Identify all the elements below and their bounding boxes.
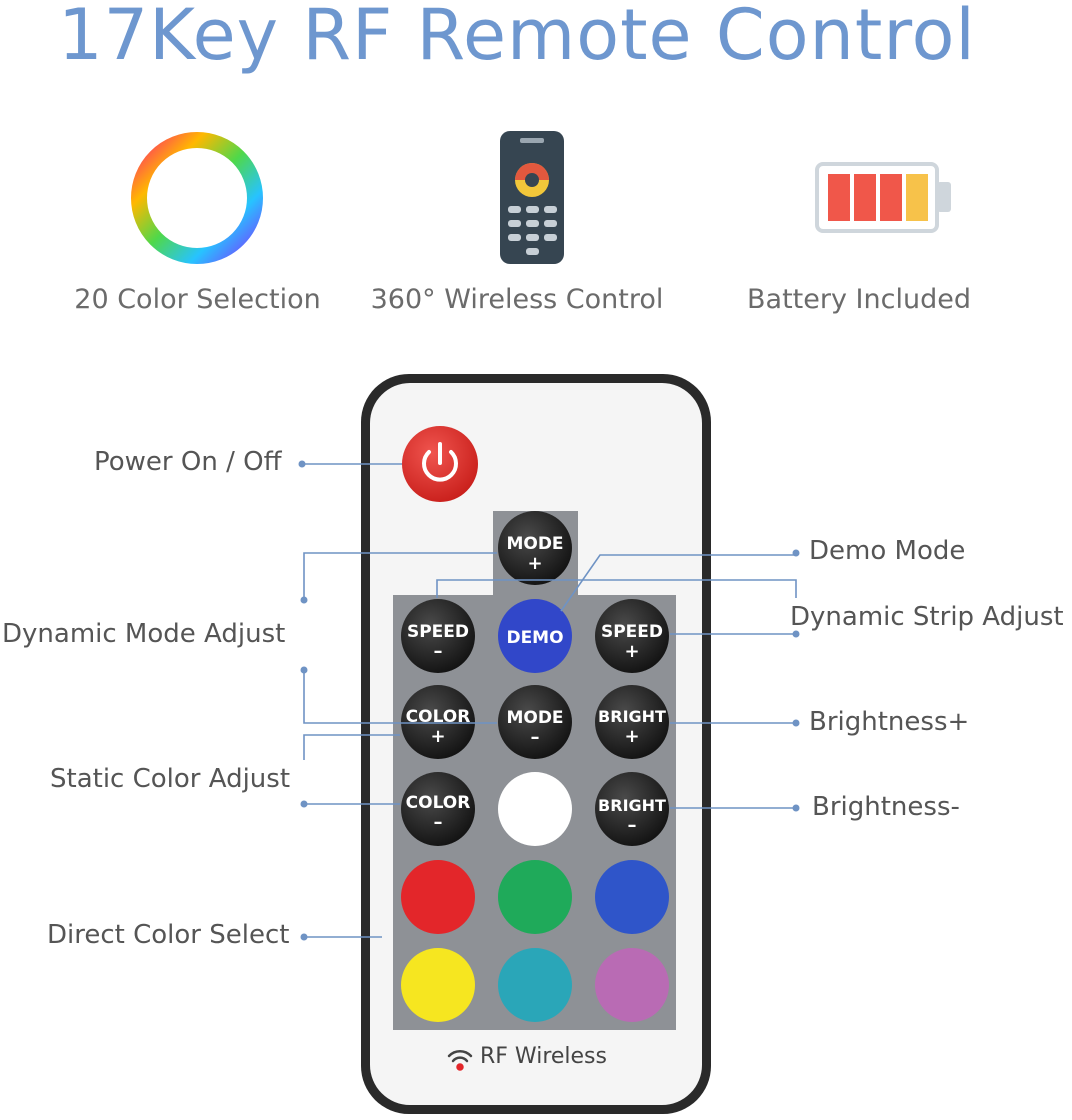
bright-minus-label: BRIGHT xyxy=(598,796,666,815)
mode-minus-label: MODE xyxy=(506,708,563,728)
annotation-static-color: Static Color Adjust xyxy=(50,764,291,794)
color-keys xyxy=(401,860,669,1022)
bright-plus-sign: + xyxy=(624,726,639,747)
blue-color-button[interactable] xyxy=(595,860,669,934)
mode-minus-button[interactable]: MODE – xyxy=(498,685,572,759)
color-minus-label: COLOR xyxy=(406,793,471,813)
remote-icon xyxy=(500,131,564,264)
battery-icon xyxy=(815,162,951,233)
annotation-demo-mode: Demo Mode xyxy=(809,536,966,566)
color-plus-sign: + xyxy=(430,726,445,747)
mode-minus-sign: – xyxy=(531,727,540,748)
feature-label-color: 20 Color Selection xyxy=(74,284,321,315)
bright-plus-button[interactable]: BRIGHT + xyxy=(595,685,669,759)
rf-wireless-label: RF Wireless xyxy=(480,1044,607,1069)
bright-minus-button[interactable]: BRIGHT – xyxy=(595,772,669,846)
red-color-button[interactable] xyxy=(401,860,475,934)
annotation-brightness-up: Brightness+ xyxy=(809,707,970,737)
feature-label-wireless: 360° Wireless Control xyxy=(370,284,664,315)
bright-minus-sign: – xyxy=(628,815,637,836)
white-color-button[interactable] xyxy=(498,772,572,846)
feature-label-battery: Battery Included xyxy=(747,284,971,315)
annotation-lines xyxy=(302,463,797,938)
demo-button[interactable]: DEMO xyxy=(498,599,572,673)
speed-minus-label: SPEED xyxy=(407,622,469,642)
cyan-color-button[interactable] xyxy=(498,948,572,1022)
wifi-icon xyxy=(447,1049,473,1071)
annotation-power: Power On / Off xyxy=(94,447,282,477)
color-minus-sign: – xyxy=(434,812,443,833)
mode-plus-label: MODE xyxy=(506,534,563,554)
bright-plus-label: BRIGHT xyxy=(598,707,666,726)
color-plus-button[interactable]: COLOR + xyxy=(401,685,475,759)
power-button[interactable] xyxy=(402,426,478,502)
yellow-color-button[interactable] xyxy=(401,948,475,1022)
speed-minus-button[interactable]: SPEED – xyxy=(401,599,475,673)
color-minus-button[interactable]: COLOR – xyxy=(401,772,475,846)
annotation-dynamic-strip: Dynamic Strip Adjust xyxy=(790,602,1064,632)
page-title: 17Key RF Remote Control xyxy=(58,0,976,76)
mode-plus-sign: + xyxy=(527,553,542,574)
speed-plus-button[interactable]: SPEED + xyxy=(595,599,669,673)
purple-color-button[interactable] xyxy=(595,948,669,1022)
color-ring-icon xyxy=(131,132,263,264)
speed-plus-label: SPEED xyxy=(601,622,663,642)
mode-plus-button[interactable]: MODE + xyxy=(498,511,572,585)
annotation-direct-color: Direct Color Select xyxy=(47,920,290,950)
annotation-dots xyxy=(298,460,800,941)
green-color-button[interactable] xyxy=(498,860,572,934)
annotation-brightness-down: Brightness- xyxy=(812,792,960,822)
color-plus-label: COLOR xyxy=(406,707,471,727)
speed-plus-sign: + xyxy=(624,641,639,662)
demo-label: DEMO xyxy=(506,628,563,648)
speed-minus-sign: – xyxy=(434,641,443,662)
annotation-dynamic-mode: Dynamic Mode Adjust xyxy=(2,619,286,649)
